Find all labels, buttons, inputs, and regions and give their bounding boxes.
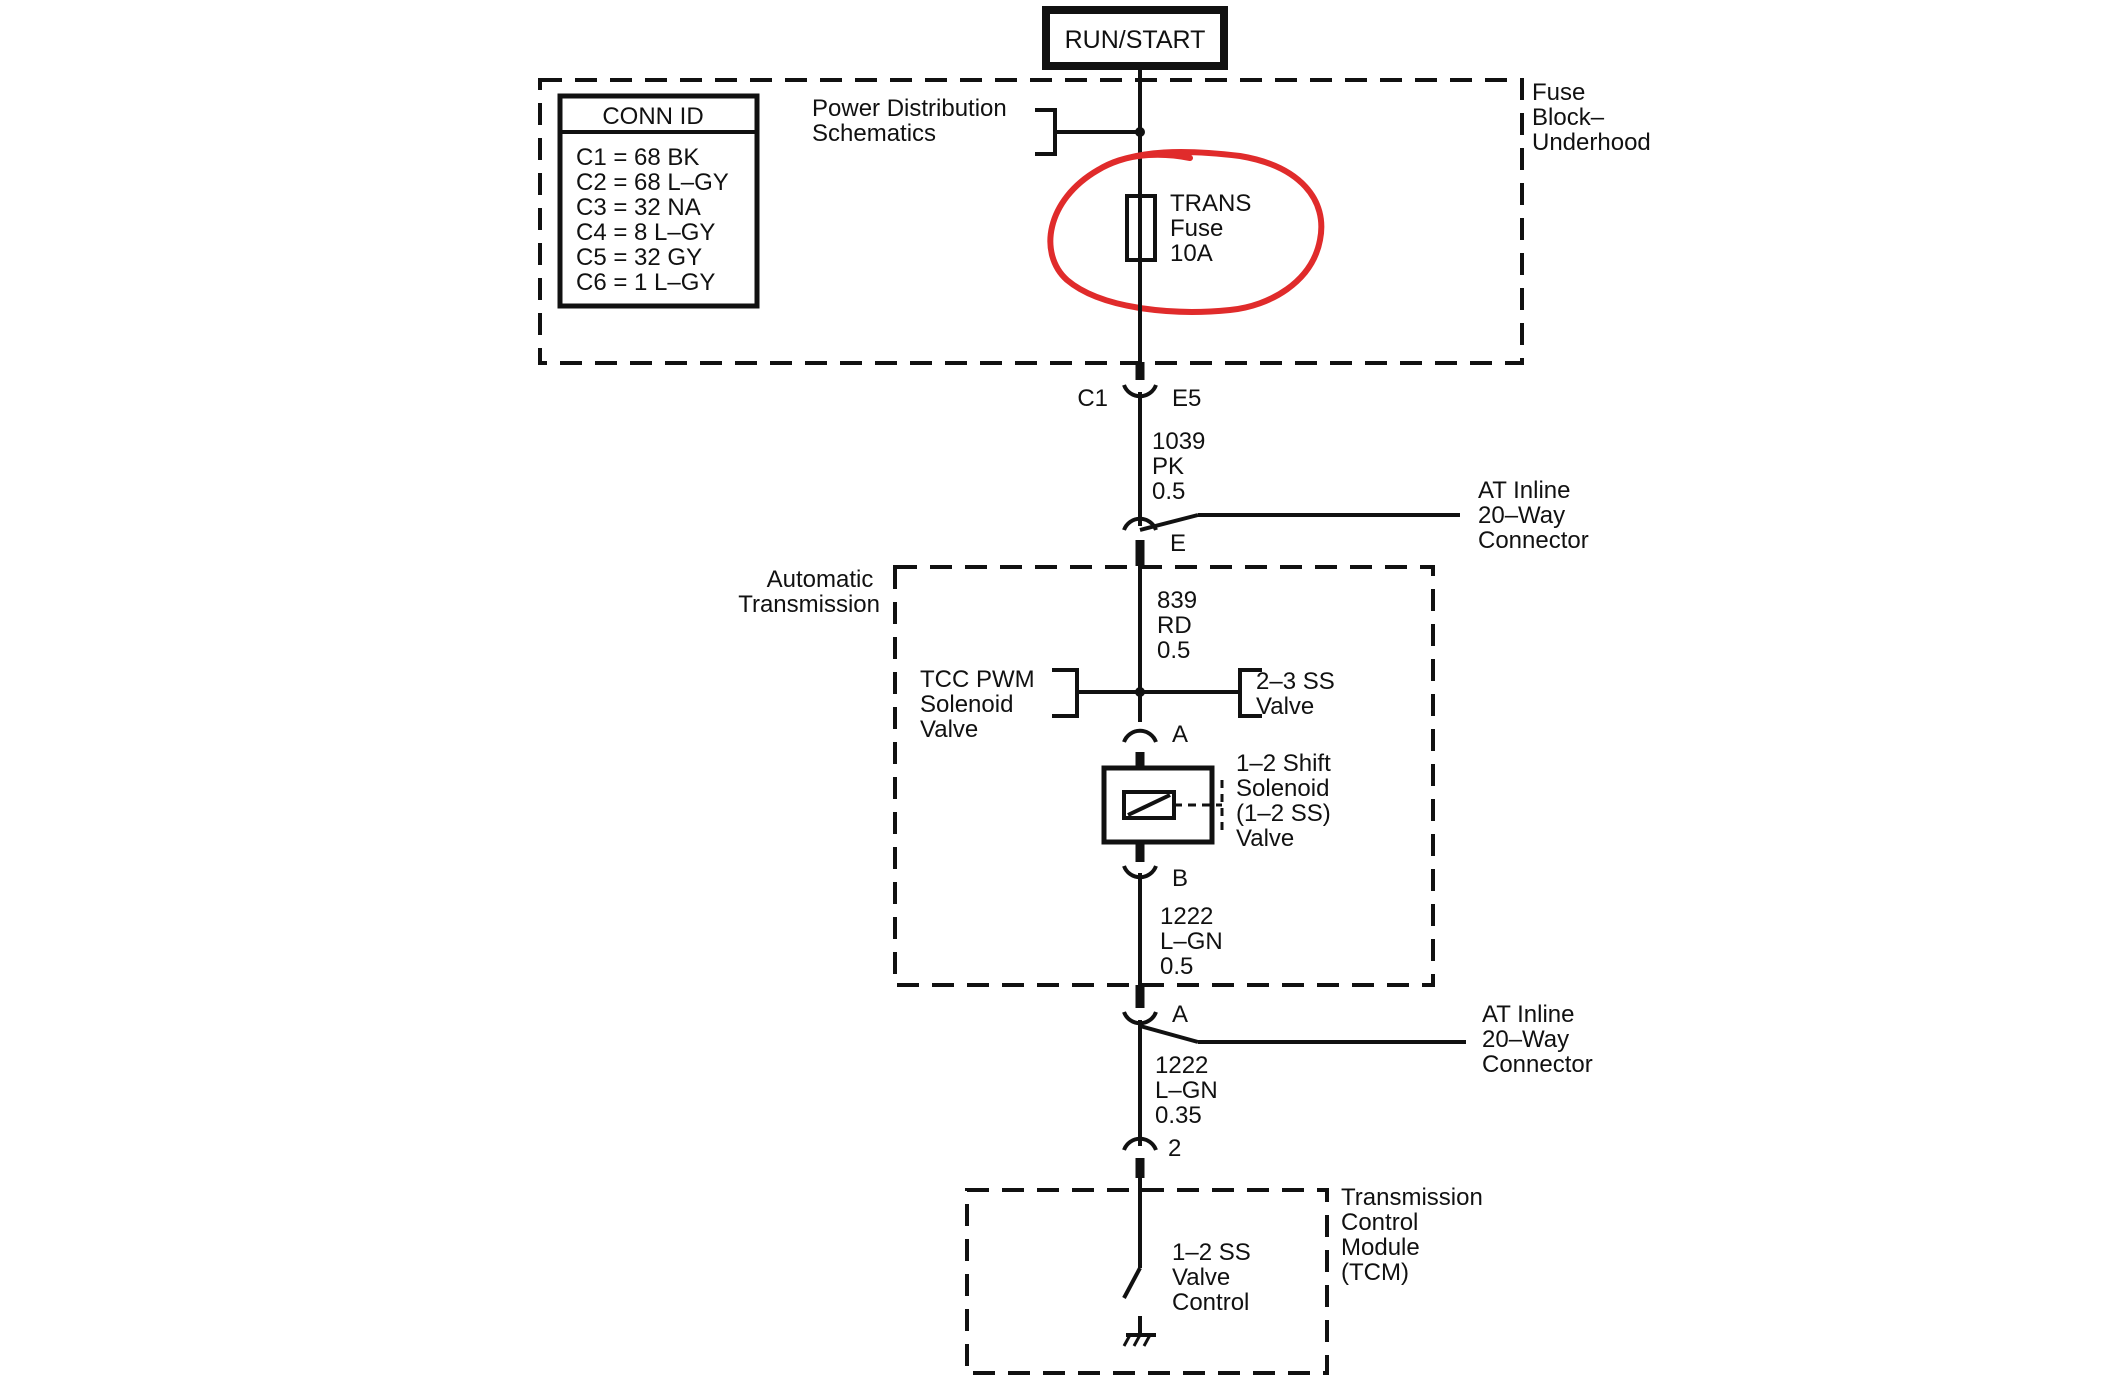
conn-id-rows: C1 = 68 BK C2 = 68 L–GY C3 = 32 NA C4 = … xyxy=(576,144,735,296)
solenoid-splice xyxy=(1052,668,1262,718)
tcm-pin-label: 2 xyxy=(1168,1135,1181,1162)
at-inline-connector-bottom: A AT Inline 20–Way Connector xyxy=(1122,985,1593,1078)
ss-control-label: 1–2 SS Valve Control xyxy=(1172,1239,1257,1316)
automatic-transmission-label: Automatic Transmission xyxy=(738,566,880,618)
at-inline-connector-top: E AT Inline 20–Way Connector xyxy=(1122,477,1589,566)
conn-id-table: CONN ID C1 = 68 BK C2 = 68 L–GY C3 = 32 … xyxy=(557,93,760,309)
fuse-block-boundary xyxy=(538,78,1524,365)
connector-e5-label: E5 xyxy=(1172,385,1201,412)
inline-bottom-pin: A xyxy=(1172,1001,1188,1028)
wire-1039-label: 1039 PK 0.5 xyxy=(1152,428,1212,505)
shift-solenoid-1-2: 1–2 Shift Solenoid (1–2 SS) Valve xyxy=(1101,750,1337,852)
fuse-block-label: Fuse Block– Underhood xyxy=(1532,79,1651,156)
power-distribution-reference: Power Distribution Schematics xyxy=(812,95,1145,156)
trans-fuse-label: TRANS Fuse 10A xyxy=(1170,190,1258,267)
solenoid-pin-a: A xyxy=(1122,721,1188,768)
connector-c1-label: C1 xyxy=(1077,385,1108,412)
tcc-pwm-label: TCC PWM Solenoid Valve xyxy=(920,666,1041,743)
connector-c1-e5: C1 E5 xyxy=(1077,362,1201,412)
ss-23-label: 2–3 SS Valve xyxy=(1256,668,1341,720)
run-start-label: RUN/START xyxy=(1065,26,1206,54)
tcm-pin-2: 2 xyxy=(1122,1135,1181,1178)
solenoid-pin-b-label: B xyxy=(1172,865,1188,892)
inline-top-label: AT Inline 20–Way Connector xyxy=(1478,477,1589,554)
run-start-terminal: RUN/START xyxy=(1042,6,1228,70)
low-side-driver-switch xyxy=(1122,1178,1142,1335)
power-distribution-label: Power Distribution Schematics xyxy=(812,95,1013,147)
solenoid-pin-a-label: A xyxy=(1172,721,1188,748)
shift-solenoid-label: 1–2 Shift Solenoid (1–2 SS) Valve xyxy=(1236,750,1337,852)
fuse-highlight-circle xyxy=(1047,148,1325,315)
ground-symbol xyxy=(1122,1333,1156,1347)
wire-1222-b-label: 1222 L–GN 0.35 xyxy=(1155,1052,1224,1129)
wire-839-label: 839 RD 0.5 xyxy=(1157,587,1204,664)
trans-fuse: TRANS Fuse 10A xyxy=(1125,190,1258,267)
wire-1222-a-label: 1222 L–GN 0.5 xyxy=(1160,903,1229,980)
tcm-boundary xyxy=(965,1188,1329,1375)
inline-top-pin: E xyxy=(1170,530,1186,557)
solenoid-pin-b: B xyxy=(1122,842,1188,892)
inline-bottom-label: AT Inline 20–Way Connector xyxy=(1482,1001,1593,1078)
tcm-label: Transmission Control Module (TCM) xyxy=(1341,1184,1489,1286)
automatic-transmission-boundary xyxy=(893,565,1435,987)
conn-id-header: CONN ID xyxy=(602,103,703,130)
